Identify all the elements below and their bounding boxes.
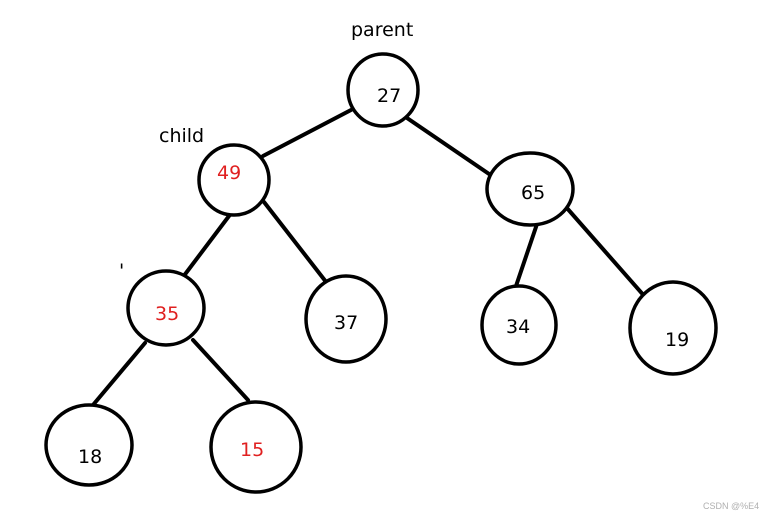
tree-node-37: 37 (304, 274, 388, 364)
node-value-35: 35 (155, 303, 179, 325)
edge-35-18 (91, 341, 147, 407)
tick-mark-annotation: ' (119, 260, 124, 282)
edge-35-15 (191, 338, 250, 402)
tree-node-35: 35 (126, 269, 206, 347)
tree-node-15: 15 (209, 400, 303, 494)
node-circle-27 (346, 52, 420, 128)
node-circle-65 (485, 151, 575, 227)
node-value-19: 19 (665, 329, 689, 351)
node-value-27: 27 (377, 85, 401, 107)
node-circle-18 (44, 403, 134, 487)
tree-node-27: 27 (346, 52, 420, 128)
tree-edges (91, 108, 648, 407)
edge-49-35 (181, 210, 234, 279)
edge-65-34 (513, 222, 539, 291)
node-value-18: 18 (78, 446, 102, 468)
edge-49-37 (262, 200, 332, 289)
tree-node-18: 18 (44, 403, 134, 487)
node-value-37: 37 (334, 312, 358, 334)
node-circle-19 (628, 280, 718, 376)
tree-node-34: 34 (480, 284, 558, 366)
watermark-text: CSDN @%E4 (703, 501, 759, 511)
node-value-65: 65 (521, 182, 545, 204)
node-circle-35 (126, 269, 206, 347)
tree-nodes: 27 49 65 35 37 34 19 18 15 (44, 52, 718, 494)
edge-65-19 (564, 205, 648, 300)
node-value-34: 34 (506, 316, 530, 338)
node-circle-15 (209, 400, 303, 494)
tree-node-65: 65 (485, 151, 575, 227)
node-circle-49 (197, 143, 271, 217)
node-circle-37 (304, 274, 388, 364)
node-circle-34 (480, 284, 558, 366)
edge-27-65 (405, 116, 494, 178)
parent-annotation: parent (351, 19, 413, 41)
node-value-49: 49 (217, 162, 241, 184)
node-value-15: 15 (240, 439, 264, 461)
tree-node-19: 19 (628, 280, 718, 376)
child-annotation: child (159, 125, 204, 147)
edge-27-49 (261, 108, 353, 158)
tree-node-49: 49 (197, 143, 271, 217)
